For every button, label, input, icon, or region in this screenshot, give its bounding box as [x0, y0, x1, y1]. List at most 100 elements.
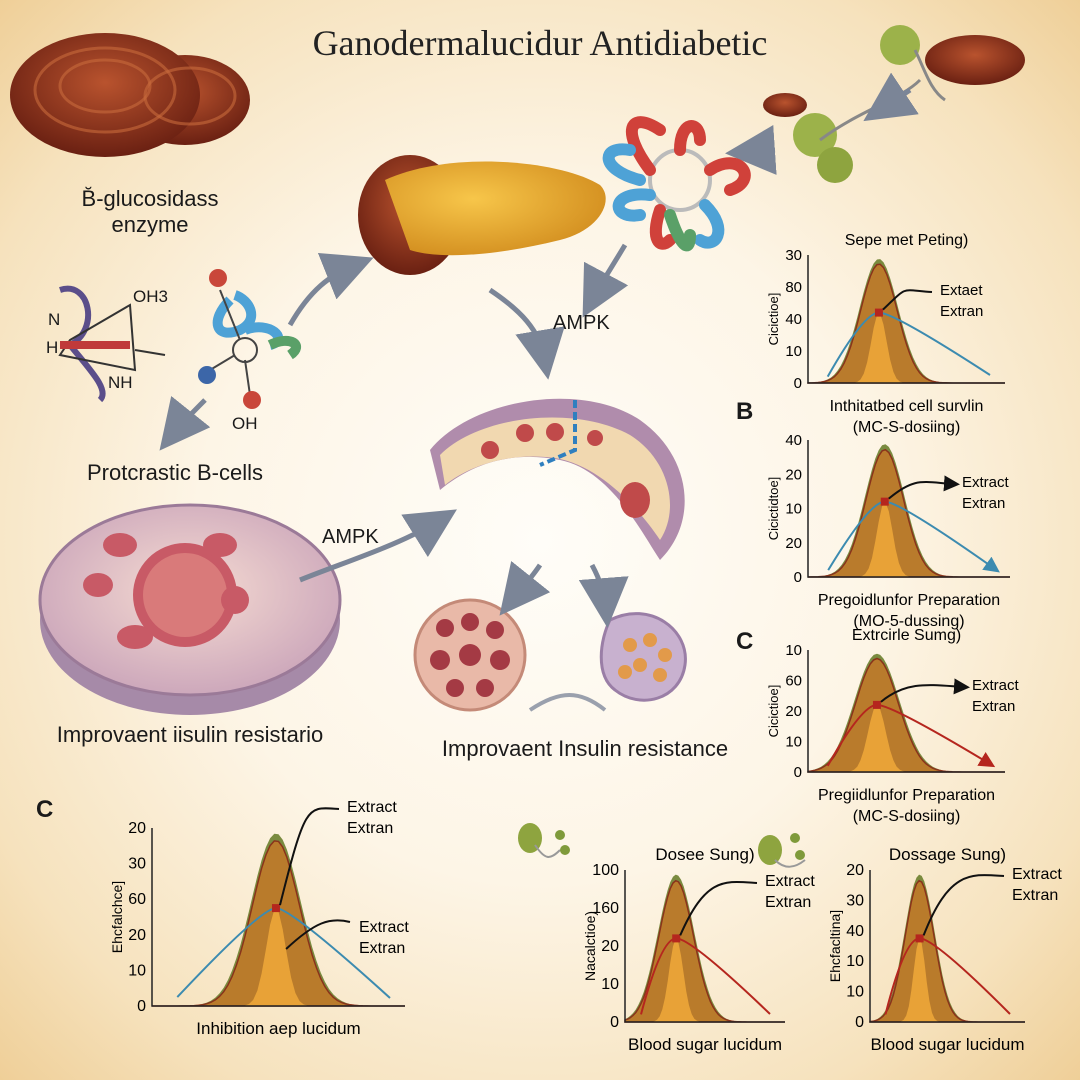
annotation-label: Extract — [347, 799, 397, 816]
plant-sprout-icon — [518, 823, 806, 868]
curve-middle-area — [869, 879, 1025, 1023]
molecule-label-h: H — [46, 338, 59, 357]
beta-cells-label: Protcrastic B-cells — [86, 460, 264, 485]
annotation-leader — [922, 874, 1005, 936]
x-axis-label: (MC-S-dosiing) — [853, 808, 961, 825]
muscle-tissue-illustration — [430, 398, 685, 560]
enzyme-label-line2: enzyme — [111, 212, 189, 237]
y-tick-label: 0 — [855, 1014, 864, 1031]
y-tick-label: 10 — [785, 343, 802, 360]
annotation-label: Extract — [962, 474, 1010, 491]
annotation-label: Extran — [940, 303, 983, 320]
y-tick-label: 30 — [785, 247, 802, 264]
x-axis-label: (MO-5-dussing) — [853, 613, 964, 630]
annotation-label: Extract — [972, 677, 1020, 694]
y-tick-label: 20 — [128, 820, 146, 837]
curve-middle-area — [624, 879, 785, 1023]
beta-cell-illustration — [38, 503, 342, 715]
annotation-label: Extract — [359, 919, 409, 936]
y-tick-label: 10 — [785, 642, 802, 659]
x-axis-label: Pregiidlunfor Preparation — [818, 787, 995, 804]
y-tick-label: 10 — [846, 984, 864, 1001]
y-tick-label: 0 — [610, 1014, 619, 1031]
x-axis-label: Inhibition aep lucidum — [196, 1019, 360, 1038]
enzyme-label-line1: B̆-glucosidass — [81, 186, 219, 211]
improvement-center-label: Improvaent Insulin resistance — [441, 736, 729, 761]
y-tick-label: 40 — [846, 923, 864, 940]
annotation-leader — [880, 678, 970, 703]
y-tick-label: 10 — [785, 501, 802, 518]
annotation-label: Extran — [1012, 887, 1058, 904]
reishi-mushroom-illustration — [10, 33, 250, 157]
axes — [869, 870, 1025, 1023]
y-tick-label: 40 — [785, 432, 802, 449]
axes — [807, 650, 1005, 773]
liver-cell-illustration — [599, 612, 687, 702]
data-marker — [880, 497, 889, 506]
axes — [807, 255, 1005, 384]
molecule-label-oh: OH — [232, 414, 258, 433]
annotation-leader — [882, 289, 933, 311]
x-axis-label: (MC-S-dosiing) — [853, 419, 961, 436]
y-tick-label: 20 — [785, 535, 802, 552]
axes — [807, 440, 1010, 578]
y-tick-label: 10 — [785, 734, 802, 751]
mushroom-plant-illustration — [725, 25, 1025, 183]
improvement-left-label: Improvaent iisulin resistario — [56, 722, 324, 747]
y-tick-label: 0 — [794, 569, 802, 586]
y-axis-label: Cicictidtoe] — [766, 477, 781, 541]
annotation-leader — [888, 475, 960, 500]
fat-cell-illustration — [413, 598, 527, 712]
annotation-label: Extaet — [940, 282, 983, 299]
axes — [624, 870, 785, 1023]
panel-letter-c-bottom: C — [36, 796, 54, 823]
chart-title: Dosee Sung) — [655, 845, 754, 864]
y-tick-label: 20 — [785, 466, 802, 483]
chart-title: Extrcirle Sumg) — [852, 627, 961, 644]
y-tick-label: 10 — [601, 976, 619, 993]
flow-arrows — [159, 243, 629, 712]
chart-title: Sepe met Peting) — [845, 232, 969, 249]
page-title: Ganodermalucidur Antidiabetic — [312, 23, 768, 63]
annotation-leader — [679, 881, 758, 936]
curve-inner-area — [625, 938, 785, 1022]
y-tick-label: 80 — [785, 279, 802, 296]
y-axis-label: Cicictioe] — [766, 293, 781, 346]
x-axis-label: Inthitatbed cell survlin — [830, 398, 984, 415]
y-tick-label: 60 — [128, 891, 146, 908]
y-axis-label: Ehcfacltina] — [827, 910, 843, 982]
pancreas-illustration — [358, 155, 606, 275]
y-axis-label: Ehcfalchce] — [109, 881, 125, 953]
molecule-label-n: N — [48, 310, 61, 329]
data-marker — [872, 700, 881, 709]
y-tick-label: 60 — [785, 673, 802, 690]
y-tick-label: 160 — [592, 900, 619, 917]
panel-letter-b: B — [736, 398, 754, 425]
curve-inner-area — [152, 909, 405, 1006]
annotation-label: Extract — [1012, 866, 1062, 883]
data-marker — [874, 308, 883, 317]
y-axis-label: Cicictioe] — [766, 685, 781, 738]
panel-letter-c-right: C — [736, 628, 754, 655]
y-tick-label: 10 — [846, 953, 864, 970]
data-marker — [915, 934, 924, 943]
data-marker — [271, 904, 280, 913]
annotation-label: Extran — [765, 894, 811, 911]
data-marker — [672, 934, 681, 943]
annotation-label: Extran — [962, 495, 1005, 512]
y-tick-label: 100 — [592, 862, 619, 879]
x-axis-label: Pregoidlunfor Preparation — [818, 592, 1000, 609]
y-tick-label: 30 — [128, 856, 146, 873]
y-tick-label: 20 — [785, 703, 802, 720]
y-tick-label: 20 — [601, 938, 619, 955]
ampk-top-label: AMPK — [553, 312, 610, 334]
y-tick-label: 40 — [785, 311, 802, 328]
y-tick-label: 0 — [137, 998, 146, 1015]
ampk-left-label: AMPK — [322, 526, 379, 548]
y-tick-label: 20 — [128, 927, 146, 944]
